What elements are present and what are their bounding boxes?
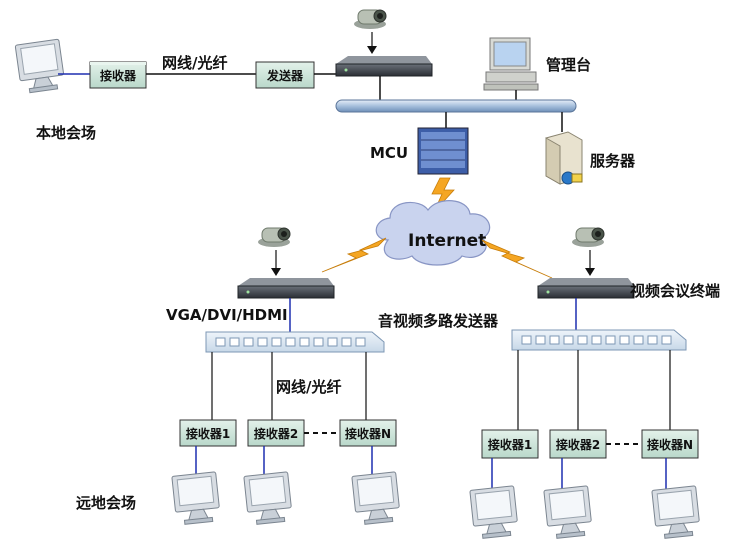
top-camera — [353, 9, 387, 30]
right-monitor-2 — [543, 485, 594, 540]
multi-sender-label: 音视频多路发送器 — [378, 312, 499, 330]
remote-venue-label: 远地会场 — [76, 494, 136, 512]
top-codec — [335, 55, 433, 77]
left-monitor-n — [351, 471, 402, 526]
mcu-device — [417, 127, 469, 175]
right-camera — [571, 227, 605, 248]
vc-terminal-label: 视频会议终端 — [630, 282, 720, 300]
server-device — [545, 131, 583, 185]
local-venue-label: 本地会场 — [36, 124, 96, 142]
top-sender-label: 发送器 — [266, 68, 304, 83]
left-monitor-1 — [171, 471, 222, 526]
internet-label: Internet — [408, 231, 486, 251]
mid-cable-label: 网线/光纤 — [276, 378, 341, 396]
management-label: 管理台 — [546, 56, 591, 74]
svg-text:接收器2: 接收器2 — [254, 426, 298, 441]
left-receiver-2: 接收器2 — [247, 419, 305, 447]
top-sender-box: 发送器 — [255, 61, 315, 89]
left-codec — [237, 277, 335, 299]
right-switch — [511, 329, 687, 351]
top-receiver-box: 接收器 — [89, 61, 147, 89]
left-receiver-n: 接收器N — [339, 419, 397, 447]
management-pc — [483, 37, 539, 91]
svg-text:接收器2: 接收器2 — [556, 437, 600, 452]
server-label: 服务器 — [590, 152, 636, 170]
right-receiver-n: 接收器N — [641, 429, 699, 459]
right-monitor-n — [651, 485, 702, 540]
local-monitor — [14, 38, 67, 95]
svg-text:接收器N: 接收器N — [345, 426, 391, 441]
svg-text:接收器1: 接收器1 — [488, 437, 532, 452]
top-receiver-label: 接收器 — [100, 68, 137, 83]
left-camera — [257, 227, 291, 248]
top-cable-label: 网线/光纤 — [162, 54, 227, 72]
svg-text:接收器1: 接收器1 — [186, 426, 230, 441]
left-monitor-2 — [243, 471, 294, 526]
svg-text:接收器N: 接收器N — [647, 437, 693, 452]
right-receiver-2: 接收器2 — [549, 429, 607, 459]
internet-cloud — [375, 200, 491, 266]
right-monitor-1 — [469, 485, 520, 540]
left-switch — [205, 331, 385, 353]
right-receiver-1: 接收器1 — [481, 429, 539, 459]
vga-label: VGA/DVI/HDMI — [166, 306, 288, 324]
right-codec — [537, 277, 635, 299]
left-receiver-1: 接收器1 — [179, 419, 237, 447]
network-bus — [335, 99, 577, 113]
mcu-label: MCU — [370, 144, 408, 162]
